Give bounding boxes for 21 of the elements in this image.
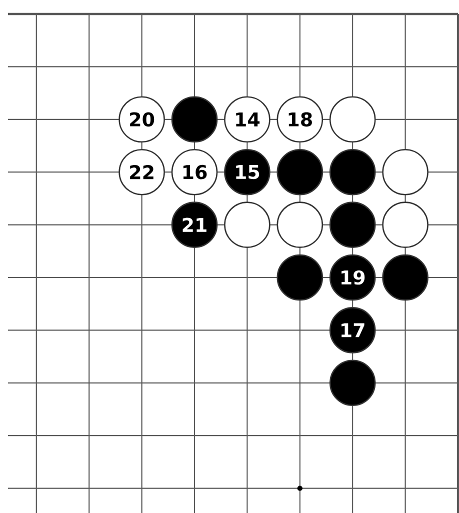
stone xyxy=(224,202,270,248)
stone xyxy=(276,148,324,196)
stone xyxy=(329,96,376,143)
stone xyxy=(171,96,218,143)
numbered-stone: 15 xyxy=(224,148,270,196)
numbered-stone: 16 xyxy=(171,148,218,196)
numbered-stone: 14 xyxy=(224,96,270,143)
numbered-stone: 22 xyxy=(118,148,165,196)
numbered-stone: 21 xyxy=(171,202,218,248)
stone xyxy=(276,202,324,248)
numbered-stone: 17 xyxy=(329,307,376,354)
stone xyxy=(382,254,428,301)
numbered-stone: 19 xyxy=(329,254,376,301)
stone xyxy=(382,148,428,196)
numbered-stone: 18 xyxy=(276,96,324,143)
stone xyxy=(382,202,428,248)
stone xyxy=(329,202,376,248)
numbered-stone: 20 xyxy=(118,96,165,143)
stone xyxy=(329,360,376,406)
stone xyxy=(329,148,376,196)
stone xyxy=(276,254,324,301)
